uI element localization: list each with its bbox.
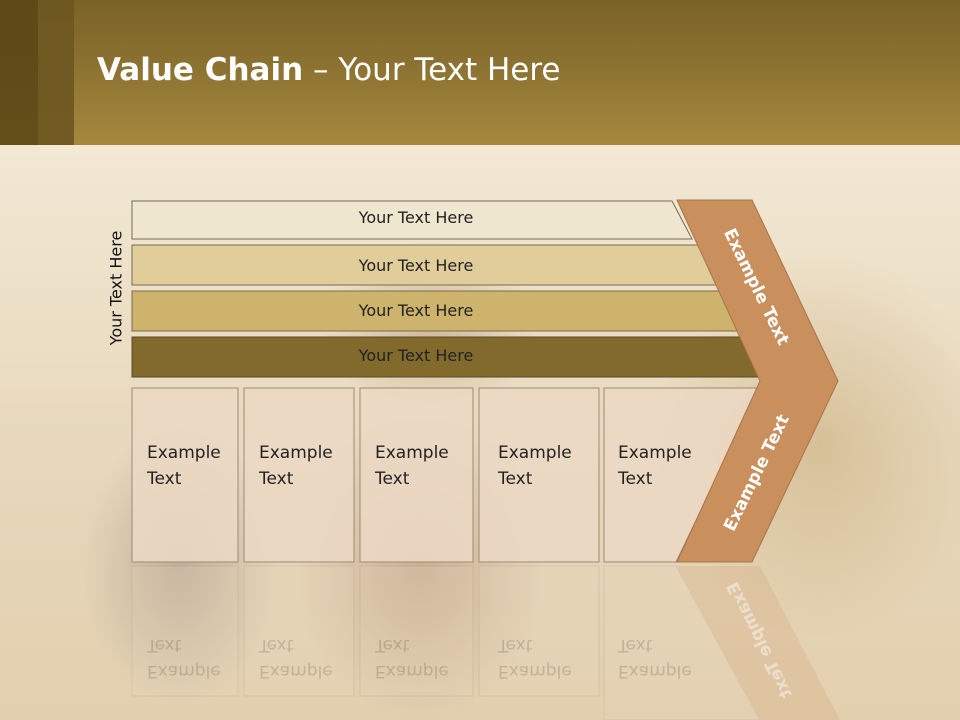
header-bar <box>0 0 960 145</box>
activity-box-4 <box>478 387 600 563</box>
activity-box-1 <box>131 387 239 563</box>
header-accent-band <box>0 0 38 145</box>
support-row-4-label: Your Text Here <box>358 346 474 365</box>
support-row-3-label: Your Text Here <box>358 301 474 320</box>
support-row-1-label: Your Text Here <box>358 208 474 227</box>
slide-title: Value Chain – Your Text Here <box>97 52 561 88</box>
margin-chevron <box>676 199 839 563</box>
activity-box-5 <box>603 387 761 563</box>
activity-box-2 <box>243 387 355 563</box>
support-row-1 <box>131 200 693 240</box>
header-accent-band-2 <box>38 0 74 145</box>
support-row-2-label: Your Text Here <box>358 256 474 275</box>
activity-box-3 <box>359 387 474 563</box>
